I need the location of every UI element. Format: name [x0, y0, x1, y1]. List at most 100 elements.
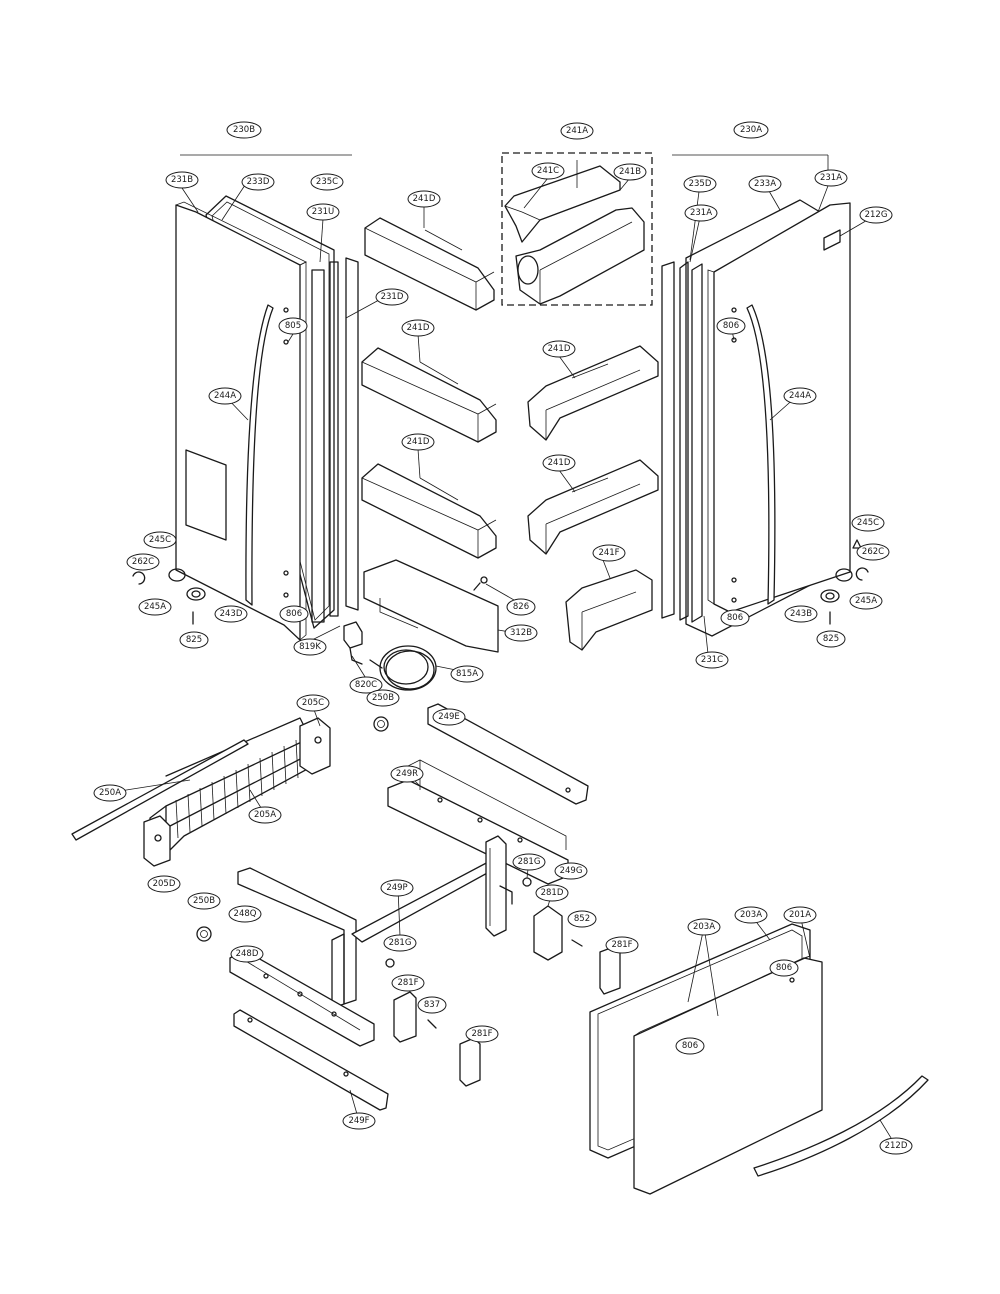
- svg-text:312B: 312B: [510, 628, 532, 638]
- left-door-bin-1: [364, 217, 495, 311]
- callout-250B-1: 250B: [366, 689, 400, 707]
- callout-245C-left: 245C: [143, 531, 177, 549]
- svg-text:241B: 241B: [619, 167, 641, 177]
- svg-text:241A: 241A: [566, 126, 588, 136]
- callout-243D: 243D: [214, 605, 248, 623]
- svg-text:231D: 231D: [381, 292, 404, 302]
- callout-205D: 205D: [147, 875, 181, 893]
- callout-825-right: 825: [816, 630, 846, 648]
- callout-249F: 249F: [342, 1112, 376, 1130]
- callout-235D: 235D: [683, 175, 717, 193]
- callout-212D: 212D: [879, 1137, 913, 1155]
- callout-203A-1: 203A: [687, 918, 721, 936]
- svg-text:806: 806: [776, 963, 792, 973]
- cover-281F-3: [459, 1037, 481, 1087]
- cover-281D: [533, 905, 563, 961]
- svg-text:205A: 205A: [254, 810, 276, 820]
- callout-230A: 230A: [733, 121, 769, 139]
- callout-241D-5: 241D: [542, 454, 576, 472]
- svg-text:281G: 281G: [389, 938, 412, 948]
- svg-text:820C: 820C: [355, 680, 377, 690]
- callout-250B-2: 250B: [187, 892, 221, 910]
- svg-text:233D: 233D: [247, 177, 270, 187]
- callout-281G-1: 281G: [512, 853, 546, 871]
- callout-826: 826: [506, 598, 536, 616]
- svg-text:243D: 243D: [220, 609, 243, 619]
- svg-text:241D: 241D: [548, 458, 571, 468]
- dispenser-cover-plate: [363, 559, 499, 653]
- callout-230B: 230B: [226, 121, 262, 139]
- svg-text:248D: 248D: [236, 949, 259, 959]
- cover-281F-1: [599, 945, 621, 995]
- callout-241D-3: 241D: [401, 433, 435, 451]
- svg-text:205C: 205C: [302, 698, 324, 708]
- slide-frame-main: [237, 835, 513, 1009]
- callout-248D: 248D: [230, 945, 264, 963]
- svg-text:281D: 281D: [541, 888, 564, 898]
- left-door-assembly: [132, 195, 359, 641]
- svg-text:281G: 281G: [518, 857, 541, 867]
- svg-text:249F: 249F: [348, 1116, 369, 1126]
- svg-text:262C: 262C: [862, 547, 884, 557]
- callout-281D: 281D: [535, 884, 569, 902]
- svg-text:243B: 243B: [790, 609, 812, 619]
- right-door-bin-2: [527, 459, 659, 555]
- svg-text:203A: 203A: [740, 910, 762, 920]
- callout-241A: 241A: [560, 122, 594, 140]
- svg-text:203A: 203A: [693, 922, 715, 932]
- svg-text:825: 825: [186, 635, 202, 645]
- svg-text:230B: 230B: [233, 125, 255, 135]
- freezer-door-panel: [633, 955, 823, 1195]
- callout-201A: 201A: [783, 906, 817, 924]
- svg-text:806: 806: [682, 1041, 698, 1051]
- freezer-basket: [143, 717, 331, 867]
- svg-text:806: 806: [723, 321, 739, 331]
- callout-231C: 231C: [695, 651, 729, 669]
- callout-233D: 233D: [241, 173, 275, 191]
- callout-806-left: 806: [279, 605, 309, 623]
- svg-text:241D: 241D: [407, 437, 430, 447]
- svg-text:201A: 201A: [789, 910, 811, 920]
- callout-245A-right: 245A: [849, 592, 883, 610]
- callout-852: 852: [567, 910, 597, 928]
- callout-241C: 241C: [531, 162, 565, 180]
- svg-text:826: 826: [513, 602, 529, 612]
- callout-806-drawer-2: 806: [675, 1037, 705, 1055]
- group-bracket-right: [672, 154, 829, 170]
- callout-235C: 235C: [310, 173, 344, 191]
- callout-244A-left: 244A: [208, 387, 242, 405]
- svg-text:249P: 249P: [386, 883, 407, 893]
- svg-text:249R: 249R: [396, 769, 418, 779]
- svg-text:852: 852: [574, 914, 590, 924]
- callout-248Q: 248Q: [228, 905, 262, 923]
- svg-text:815A: 815A: [456, 669, 478, 679]
- svg-text:805: 805: [285, 321, 301, 331]
- water-tube-coil: [369, 645, 437, 691]
- callout-249P: 249P: [380, 879, 414, 897]
- callout-819K: 819K: [293, 638, 327, 656]
- callout-249G: 249G: [554, 862, 588, 880]
- callout-205C: 205C: [296, 694, 330, 712]
- svg-text:235C: 235C: [316, 177, 338, 187]
- callout-312B: 312B: [504, 624, 538, 642]
- svg-text:241D: 241D: [413, 194, 436, 204]
- callout-241D-1: 241D: [407, 190, 441, 208]
- basket-rail: [71, 739, 249, 841]
- callout-805-left: 805: [278, 317, 308, 335]
- svg-text:249G: 249G: [560, 866, 583, 876]
- right-door-assembly: [661, 199, 869, 637]
- callout-241B: 241B: [613, 163, 647, 181]
- knob-250B-bottom: [196, 926, 212, 942]
- callout-245C-right: 245C: [851, 514, 885, 532]
- svg-text:245C: 245C: [857, 518, 879, 528]
- svg-text:231B: 231B: [171, 175, 193, 185]
- svg-text:244A: 244A: [789, 391, 811, 401]
- callout-249E: 249E: [432, 708, 466, 726]
- svg-text:245A: 245A: [144, 602, 166, 612]
- cover-281F-2: [393, 991, 417, 1043]
- svg-text:241D: 241D: [407, 323, 430, 333]
- svg-text:212D: 212D: [885, 1141, 908, 1151]
- callout-231U: 231U: [306, 203, 340, 221]
- callout-241D-4: 241D: [542, 340, 576, 358]
- callout-806-right: 806: [716, 317, 746, 335]
